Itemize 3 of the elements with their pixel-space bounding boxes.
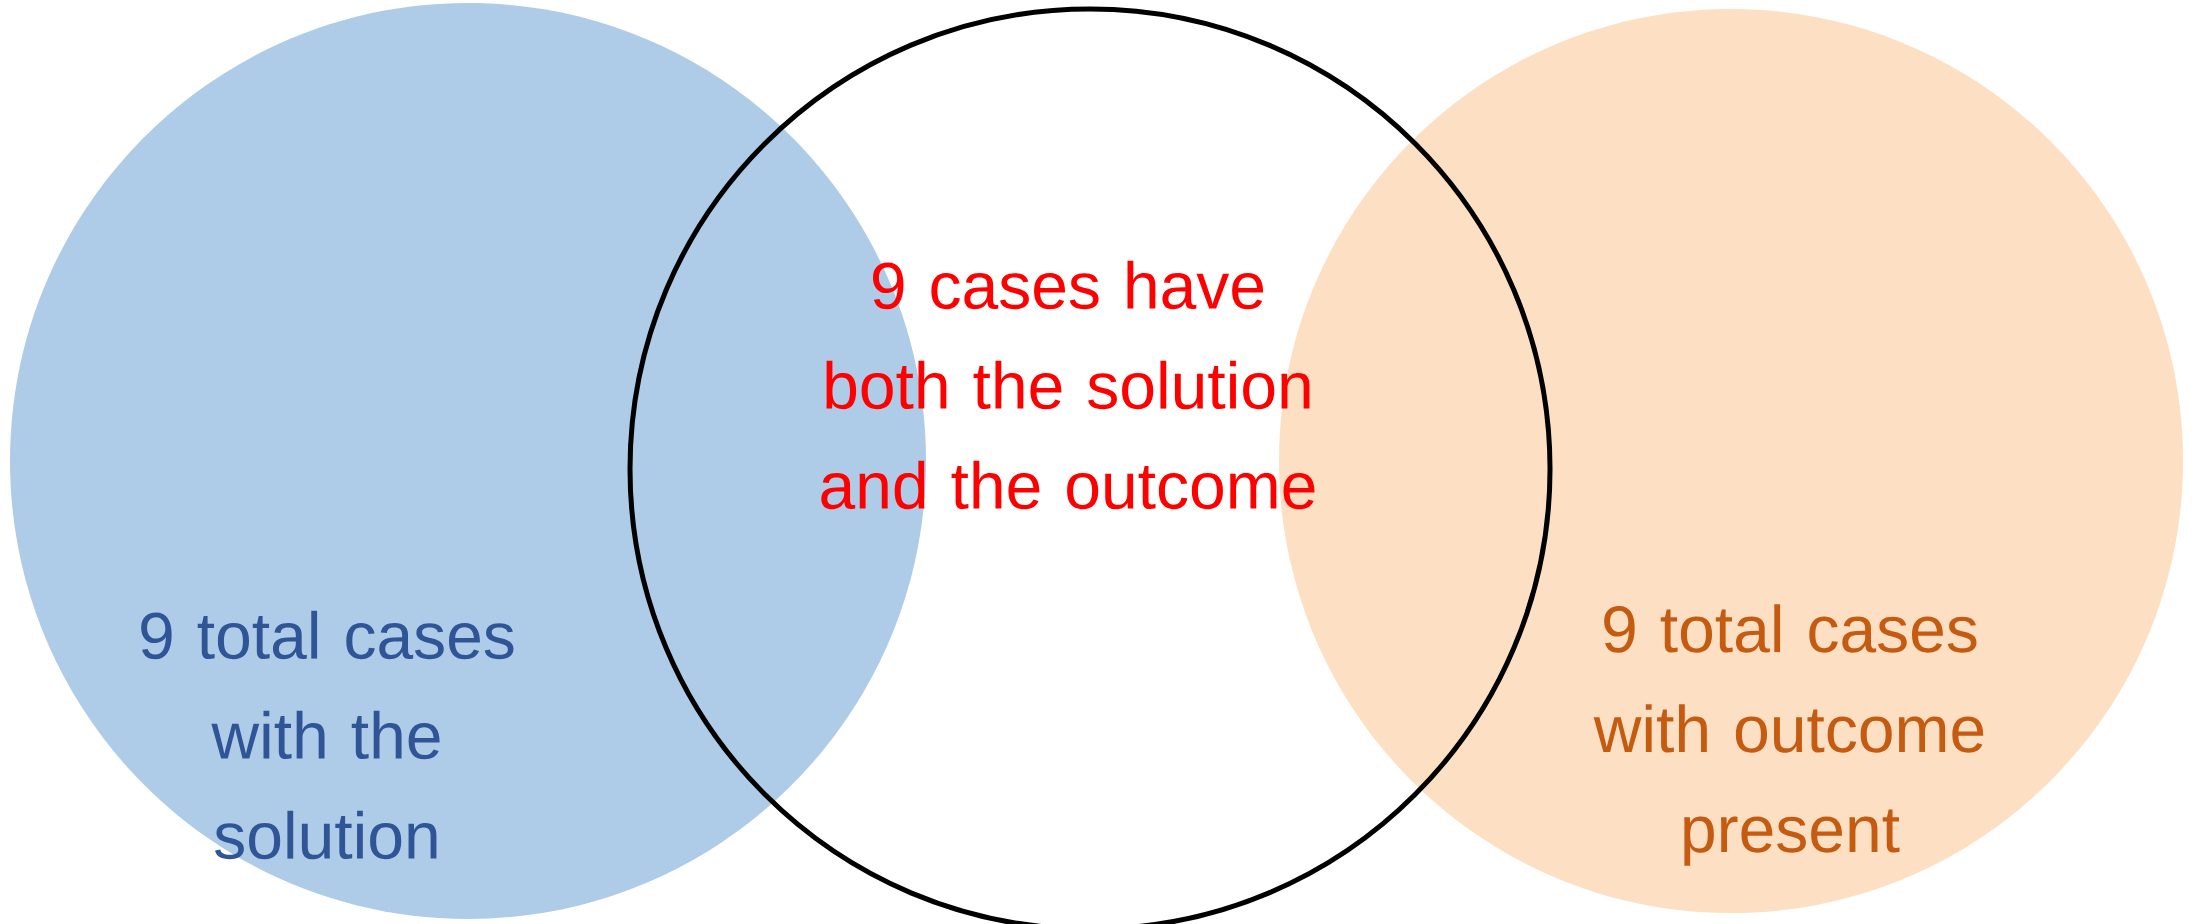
circle-label: 9 total cases with the solution — [141, 610, 514, 860]
circle-label: 9 cases have both the solution and the outcome — [821, 260, 1315, 510]
circle-label: 9 total cases with outcome present — [1593, 604, 1984, 866]
